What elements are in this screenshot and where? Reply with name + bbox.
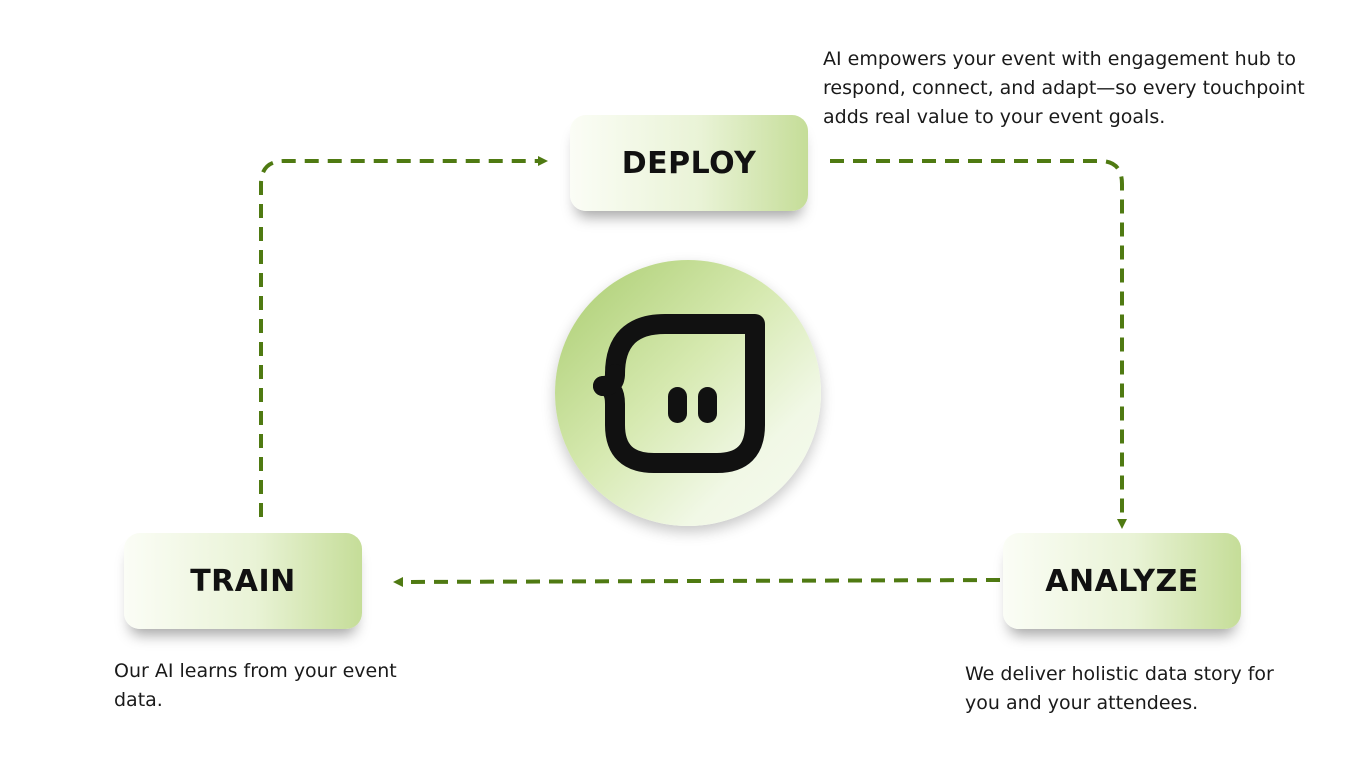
deploy-stage-label: DEPLOY	[621, 145, 757, 181]
arrow-analyze-to-train	[393, 576, 1001, 587]
arrow-deploy-to-analyze	[830, 159, 1127, 529]
logo-right-eye	[698, 387, 717, 423]
deploy-stage-description: AI empowers your event with engagement h…	[823, 48, 1305, 128]
arrow-train-to-deploy	[259, 156, 548, 517]
logo-left-eye	[668, 387, 687, 423]
analyze-stage-label: ANALYZE	[1045, 563, 1199, 599]
deploy-stage-box: DEPLOY	[570, 115, 808, 211]
face-logo-icon	[593, 314, 765, 473]
analyze-stage-description: We deliver holistic data story for you a…	[965, 663, 1274, 714]
center-logo-circle	[555, 260, 821, 526]
train-stage-label: TRAIN	[190, 563, 296, 599]
train-stage-box: TRAIN	[124, 533, 362, 629]
train-stage-description: Our AI learns from your event data.	[114, 660, 397, 711]
analyze-stage-box: ANALYZE	[1003, 533, 1241, 629]
